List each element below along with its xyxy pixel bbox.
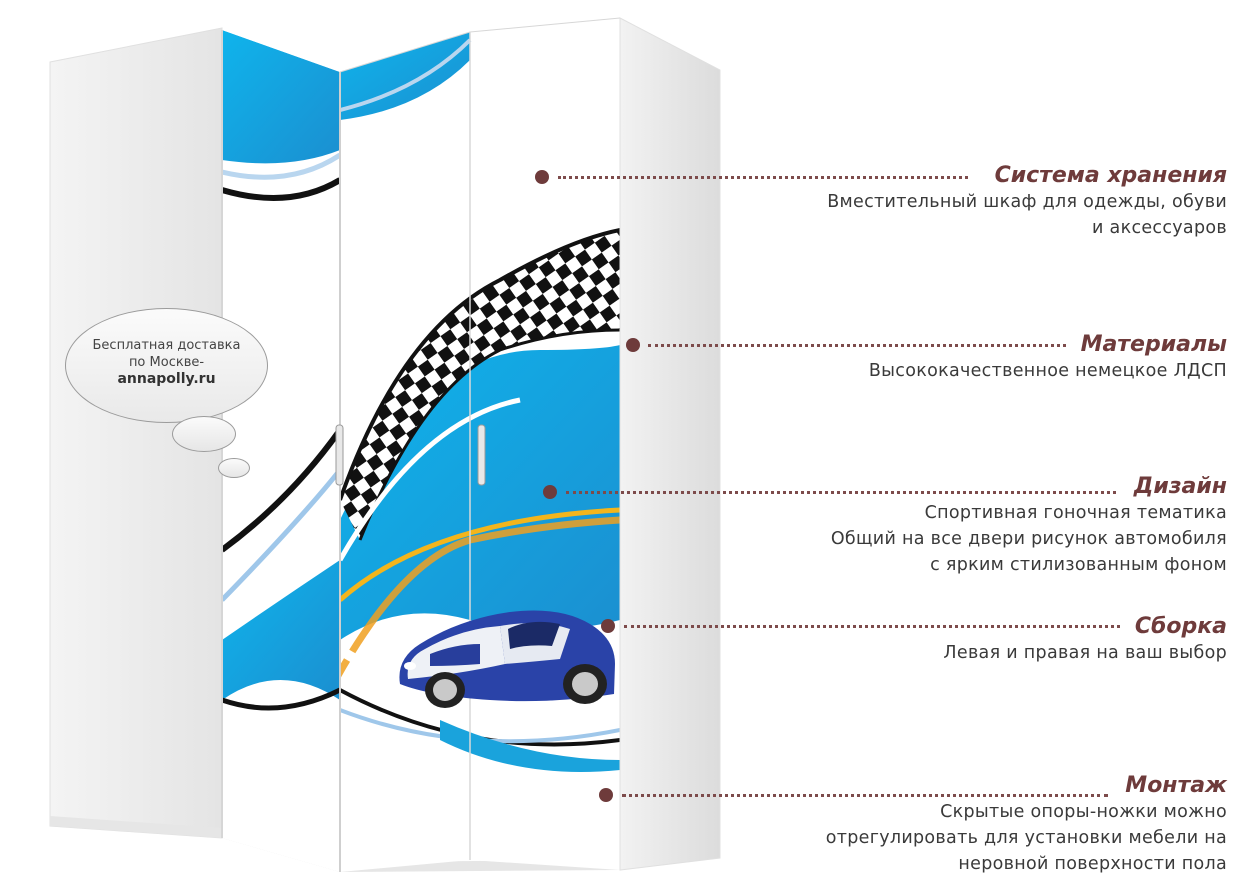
feature-leader-line bbox=[622, 794, 1108, 797]
door-handle bbox=[477, 424, 486, 486]
feature-title: Монтаж bbox=[1125, 773, 1227, 798]
bubble-puff-large bbox=[172, 416, 236, 452]
feature-desc-line: с ярким стилизованным фоном bbox=[930, 555, 1227, 575]
feature-bullet bbox=[599, 788, 613, 802]
feature-title: Дизайн bbox=[1133, 474, 1227, 499]
feature-desc-line: Скрытые опоры-ножки можно bbox=[940, 802, 1227, 822]
feature-storage: Система хранения Вместительный шкаф для … bbox=[827, 163, 1227, 241]
door-handle bbox=[335, 424, 344, 486]
feature-materials: Материалы Высококачественное немецкое ЛД… bbox=[869, 332, 1227, 384]
sports-car-graphic bbox=[399, 610, 615, 708]
delivery-text-line2: по Москве- bbox=[128, 355, 205, 370]
feature-desc-line: неровной поверхности пола bbox=[958, 854, 1227, 874]
site-link[interactable]: annapolly.ru bbox=[117, 371, 216, 387]
right-side-panel bbox=[619, 17, 721, 871]
delivery-speech-bubble: Бесплатная доставка по Москве- annapolly… bbox=[65, 308, 268, 423]
feature-assembly: Сборка Левая и правая на ваш выбор bbox=[943, 614, 1227, 666]
feature-bullet bbox=[543, 485, 557, 499]
feature-installation: Монтаж Скрытые опоры-ножки можно отрегул… bbox=[826, 773, 1227, 877]
plinth bbox=[50, 816, 720, 872]
feature-leader-line bbox=[566, 491, 1116, 494]
feature-title: Система хранения bbox=[994, 163, 1227, 188]
bubble-puff-small bbox=[218, 458, 250, 478]
feature-leader-line bbox=[648, 344, 1066, 347]
feature-leader-line bbox=[624, 625, 1120, 628]
feature-bullet bbox=[535, 170, 549, 184]
delivery-text-line1: Бесплатная доставка bbox=[92, 338, 241, 353]
feature-bullet bbox=[601, 619, 615, 633]
feature-desc-line: Общий на все двери рисунок автомобиля bbox=[830, 529, 1227, 549]
feature-desc-line: Левая и правая на ваш выбор bbox=[943, 643, 1227, 663]
feature-leader-line bbox=[558, 176, 968, 179]
feature-title: Материалы bbox=[1080, 332, 1227, 357]
feature-desc-line: Вместительный шкаф для одежды, обуви bbox=[827, 192, 1227, 212]
feature-desc-line: Спортивная гоночная тематика bbox=[924, 503, 1227, 523]
feature-title: Сборка bbox=[1134, 614, 1227, 639]
feature-bullet bbox=[626, 338, 640, 352]
feature-desc-line: отрегулировать для установки мебели на bbox=[825, 828, 1227, 848]
feature-desc-line: Высококачественное немецкое ЛДСП bbox=[868, 361, 1227, 381]
feature-design: Дизайн Спортивная гоночная тематика Общи… bbox=[831, 474, 1227, 578]
feature-desc-line: и аксессуаров bbox=[1092, 218, 1227, 238]
